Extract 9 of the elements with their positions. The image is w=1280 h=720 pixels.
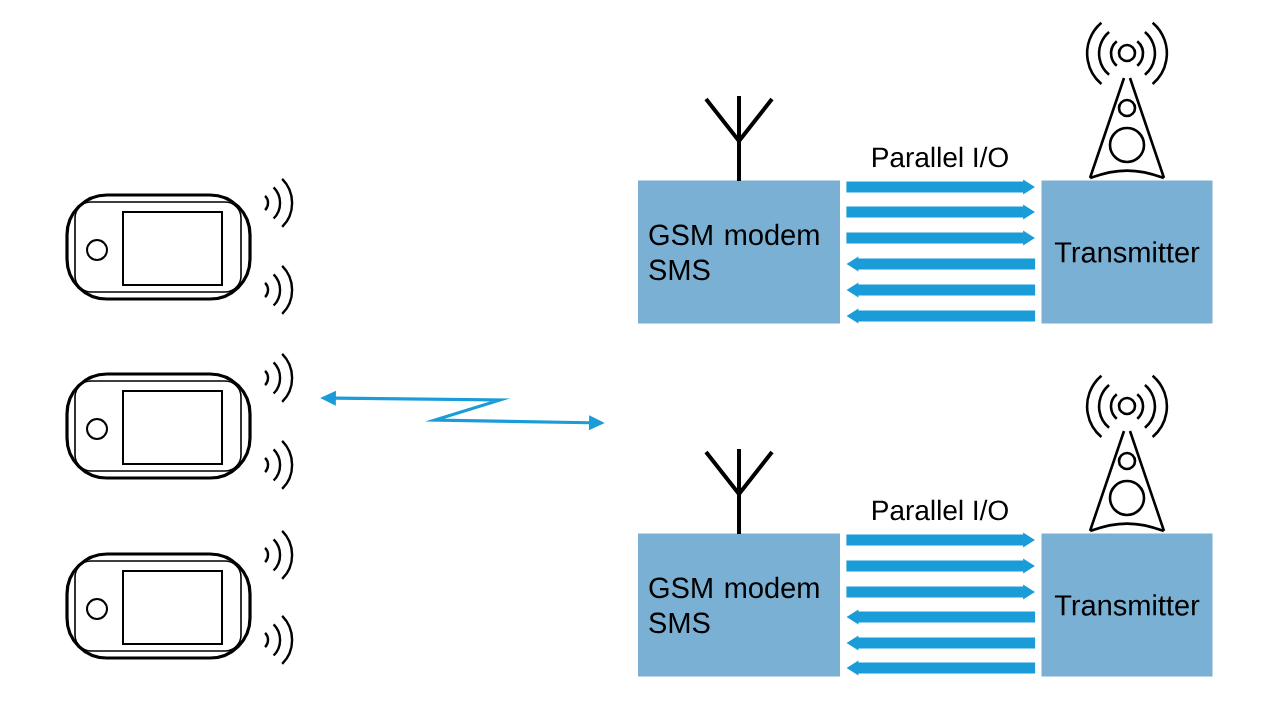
- bus-label: Parallel I/O: [873, 146, 1008, 168]
- bus-label: Parallel I/O: [873, 499, 1008, 521]
- modem-box: GSM modem SMS: [638, 533, 840, 677]
- phone-drawing: [65, 353, 294, 490]
- phone-drawing: [65, 178, 294, 315]
- transmitter-box: Transmitter: [1041, 533, 1213, 677]
- modem-box: GSM modem SMS: [638, 180, 840, 324]
- phone-drawing: [65, 530, 294, 665]
- transmitter-box: Transmitter: [1041, 180, 1213, 324]
